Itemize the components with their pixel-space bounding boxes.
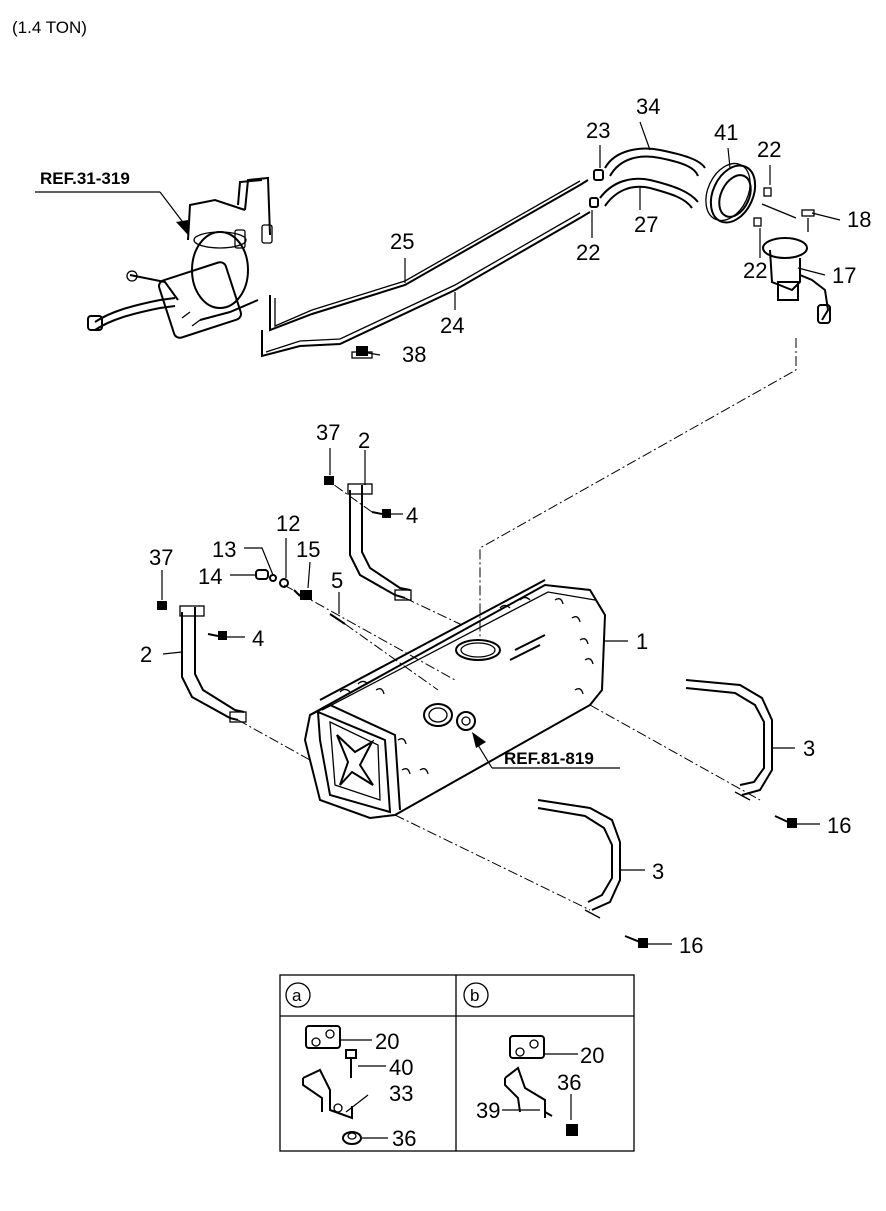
part-label-14: 14	[198, 564, 222, 589]
part-label-24: 24	[440, 313, 464, 338]
clip-38	[351, 346, 373, 359]
bolt-16-lower	[624, 935, 648, 948]
hose-27	[599, 177, 699, 203]
part-label-2a: 2	[358, 428, 370, 453]
leaders	[35, 121, 841, 945]
part-13	[269, 574, 277, 582]
part-label-16a: 16	[827, 813, 851, 838]
inset-b-letter: b	[470, 986, 479, 1005]
page-title: (1.4 TON)	[12, 18, 87, 37]
bracket-39	[504, 1066, 553, 1118]
inset-a-circle	[285, 982, 311, 1008]
part-label-25: 25	[390, 229, 414, 254]
part-label-4a: 4	[406, 503, 418, 528]
part-label-16b: 16	[679, 933, 703, 958]
tank-strap-3-front	[537, 799, 621, 919]
inset-b-label-36: 36	[557, 1070, 581, 1095]
part-label-22c: 22	[743, 258, 767, 283]
part-label-17: 17	[832, 263, 856, 288]
inset-b-circle	[463, 982, 489, 1008]
nut-37-upper	[324, 476, 334, 485]
part-label-18: 18	[847, 207, 871, 232]
inset-a-label-33: 33	[389, 1081, 413, 1106]
bolt-4-upper	[371, 509, 391, 518]
part-label-5: 5	[331, 568, 343, 593]
fuel-tube-24	[261, 211, 591, 358]
part-12	[279, 578, 289, 588]
inset-a-label-20: 20	[375, 1029, 399, 1054]
part-14	[255, 569, 269, 580]
bolt-4-lower	[207, 631, 227, 640]
part-label-38: 38	[402, 342, 426, 367]
tank-band-2-lower	[179, 605, 247, 723]
inset-a-label-36: 36	[392, 1126, 416, 1151]
inset-b-label-20: 20	[580, 1043, 604, 1068]
pin-5	[329, 613, 346, 625]
nut-37-lower	[157, 601, 167, 610]
detail-inset: a b 20 40 33 36	[279, 974, 635, 1152]
clamp-15	[293, 589, 312, 600]
part-label-22a: 22	[757, 137, 781, 162]
bracket-33	[302, 1068, 353, 1120]
part-label-15: 15	[296, 537, 320, 562]
clip-20-b	[509, 1035, 545, 1059]
inset-b-label-39: 39	[476, 1098, 500, 1123]
part-label-12: 12	[276, 511, 300, 536]
part-label-23: 23	[586, 118, 610, 143]
clip-20-a	[305, 1025, 341, 1049]
part-label-34: 34	[636, 94, 660, 119]
part-label-22b: 22	[576, 240, 600, 265]
part-label-4b: 4	[252, 626, 264, 651]
part-label-37b: 37	[149, 545, 173, 570]
sender-to-tank-link	[479, 338, 797, 640]
hose-34	[604, 147, 706, 169]
part-label-1: 1	[636, 629, 648, 654]
fuel-tube-25	[269, 179, 589, 332]
part-label-13: 13	[212, 537, 236, 562]
inset-a-letter: a	[292, 986, 302, 1005]
drain-plug	[456, 711, 476, 731]
part-label-41: 41	[714, 120, 738, 145]
fuel-sender-assembly	[753, 187, 831, 324]
nut-36-b	[566, 1124, 578, 1136]
inset-a-label-40: 40	[389, 1055, 413, 1080]
part-label-2b: 2	[140, 642, 152, 667]
part-label-3b: 3	[652, 859, 664, 884]
ref-label-mid: REF.81-819	[504, 749, 594, 768]
bolt-40	[345, 1049, 357, 1078]
fuel-tank-1	[303, 579, 607, 820]
nut-36-a	[342, 1131, 362, 1145]
packing-41	[705, 162, 757, 224]
tank-strap-3-rear	[685, 679, 773, 801]
canister-assembly	[87, 176, 273, 339]
part-label-27: 27	[634, 212, 658, 237]
tank-band-2-upper	[347, 483, 412, 601]
part-label-37a: 37	[316, 420, 340, 445]
part-label-3a: 3	[803, 736, 815, 761]
bolt-16-upper	[774, 815, 797, 828]
ref-label-top: REF.31-319	[40, 169, 130, 188]
